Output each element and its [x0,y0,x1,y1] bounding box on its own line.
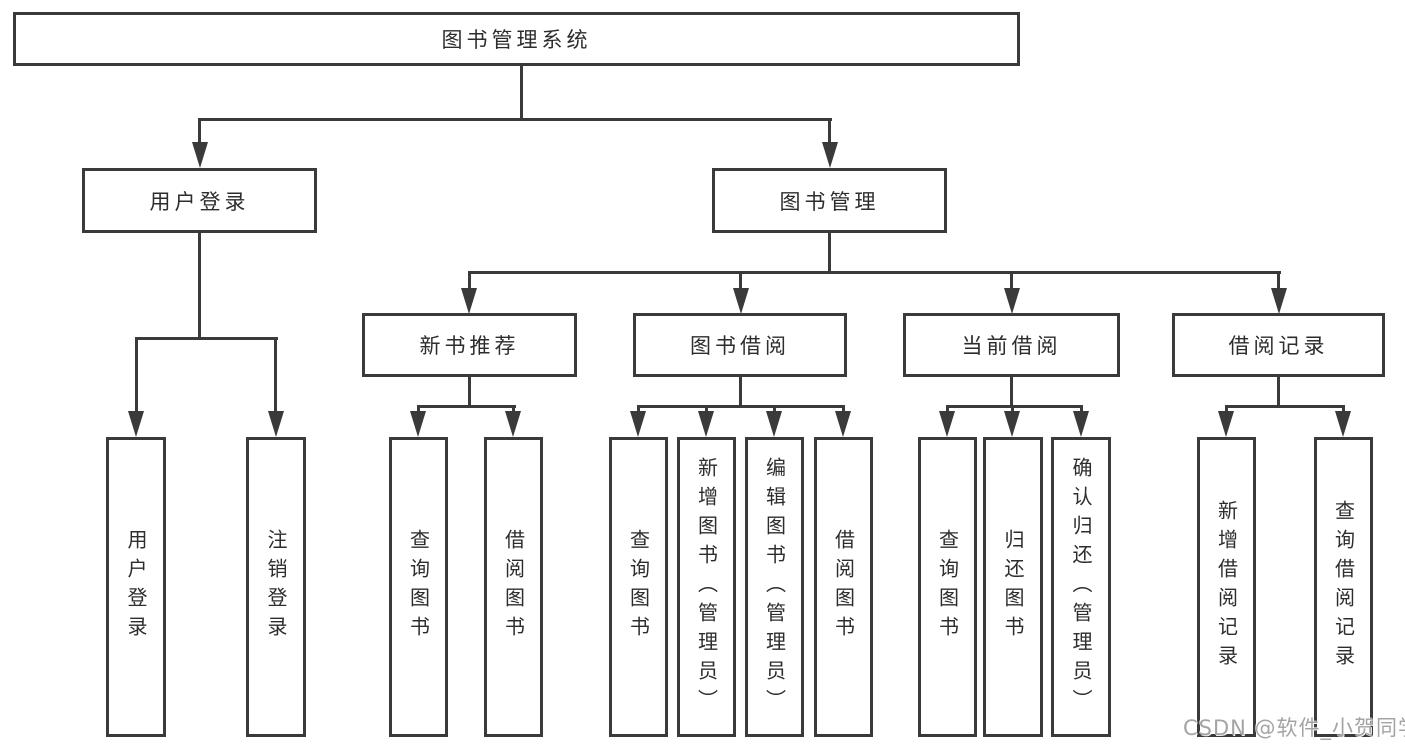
connector-borrow-records-hbar [1225,405,1345,408]
arrow-down-icon [733,288,749,314]
connector-book-mgmt-hbar [468,271,1281,274]
connector-book-borrow-hbar [637,405,845,408]
leaf-label: 编辑图书（管理员） [762,456,787,718]
connector-group-drop [468,271,471,293]
leaf-logout: 注销登录 [246,437,306,737]
arrow-down-icon [128,411,144,437]
leaf-label: 查询图书 [406,529,431,645]
leaf-query-books-borrow: 查询图书 [609,437,668,737]
connector-root-hbar [198,118,832,121]
arrow-down-icon [698,411,714,437]
leaf-borrow-books-recommend: 借阅图书 [484,437,543,737]
connector-user-login-hbar [135,337,278,340]
leaf-confirm-return-admin: 确认归还（管理员） [1051,437,1111,737]
connector-current-borrow-stem [1010,377,1013,408]
leaf-query-borrow-record: 查询借阅记录 [1314,437,1373,737]
node-borrow-records-label: 借阅记录 [1228,334,1329,358]
node-book-management: 图书管理 [712,168,947,233]
connector-group-drop [1010,271,1013,293]
arrow-down-icon [192,142,208,168]
arrow-down-icon [1004,411,1020,437]
arrow-down-icon [1218,411,1234,437]
node-user-login: 用户登录 [82,168,317,233]
leaf-query-books-current: 查询图书 [918,437,977,737]
leaf-add-books-admin: 新增图书（管理员） [677,437,736,737]
arrow-down-icon [822,142,838,168]
leaf-label: 查询借阅记录 [1331,500,1356,674]
node-book-borrow: 图书借阅 [633,313,847,377]
connector-user-login-stem [198,233,201,340]
connector-borrow-records-stem [1277,377,1280,408]
arrow-down-icon [939,411,955,437]
leaf-label: 确认归还（管理员） [1069,456,1093,718]
node-new-book-recommend-label: 新书推荐 [419,334,520,358]
node-current-borrow: 当前借阅 [903,313,1120,377]
leaf-label: 借阅图书 [831,529,856,645]
leaf-borrow-books: 借阅图书 [814,437,873,737]
leaf-query-books-recommend: 查询图书 [389,437,448,737]
node-borrow-records: 借阅记录 [1172,313,1385,377]
leaf-return-books: 归还图书 [983,437,1043,737]
node-user-login-label: 用户登录 [149,189,250,214]
arrow-down-icon [1335,411,1351,437]
arrow-down-icon [461,288,477,314]
arrow-down-icon [630,411,646,437]
arrow-down-icon [1271,288,1287,314]
leaf-label: 查询图书 [626,529,651,645]
leaf-label: 查询图书 [935,529,960,645]
arrow-down-icon [505,411,521,437]
connector-new-book-hbar [417,405,516,408]
arrow-down-icon [766,411,782,437]
arrow-down-icon [835,411,851,437]
connector-root-stem [520,66,523,119]
node-current-borrow-label: 当前借阅 [961,334,1062,358]
leaf-label: 归还图书 [1001,529,1025,645]
node-root-label: 图书管理系统 [441,28,592,52]
connector-group-drop [1277,271,1280,293]
connector-new-book-stem [468,377,471,408]
connector-current-borrow-hbar [946,405,1083,408]
watermark-text: CSDN @软件_小贺同学 [1183,716,1405,740]
node-book-management-label: 图书管理 [779,189,880,214]
leaf-label: 用户登录 [124,529,148,645]
connector-book-mgmt-drop [828,118,831,148]
node-root: 图书管理系统 [13,12,1020,66]
node-new-book-recommend: 新书推荐 [362,313,577,377]
leaf-edit-books-admin: 编辑图书（管理员） [745,437,804,737]
connector-group-drop [739,271,742,293]
arrow-down-icon [268,411,284,437]
arrow-down-icon [1004,288,1020,314]
leaf-label: 新增借阅记录 [1214,500,1239,674]
connector-leaf-drop [274,337,277,415]
connector-user-login-drop [198,118,201,148]
connector-leaf-drop [135,337,138,415]
connector-book-borrow-stem [739,377,742,408]
node-book-borrow-label: 图书借阅 [690,334,790,358]
arrow-down-icon [1073,411,1089,437]
leaf-add-borrow-record: 新增借阅记录 [1197,437,1256,737]
arrow-down-icon [410,411,426,437]
connector-book-mgmt-stem [828,233,831,274]
leaf-label: 注销登录 [264,529,288,645]
leaf-label: 借阅图书 [501,529,526,645]
leaf-user-login: 用户登录 [106,437,166,737]
leaf-label: 新增图书（管理员） [694,456,719,718]
